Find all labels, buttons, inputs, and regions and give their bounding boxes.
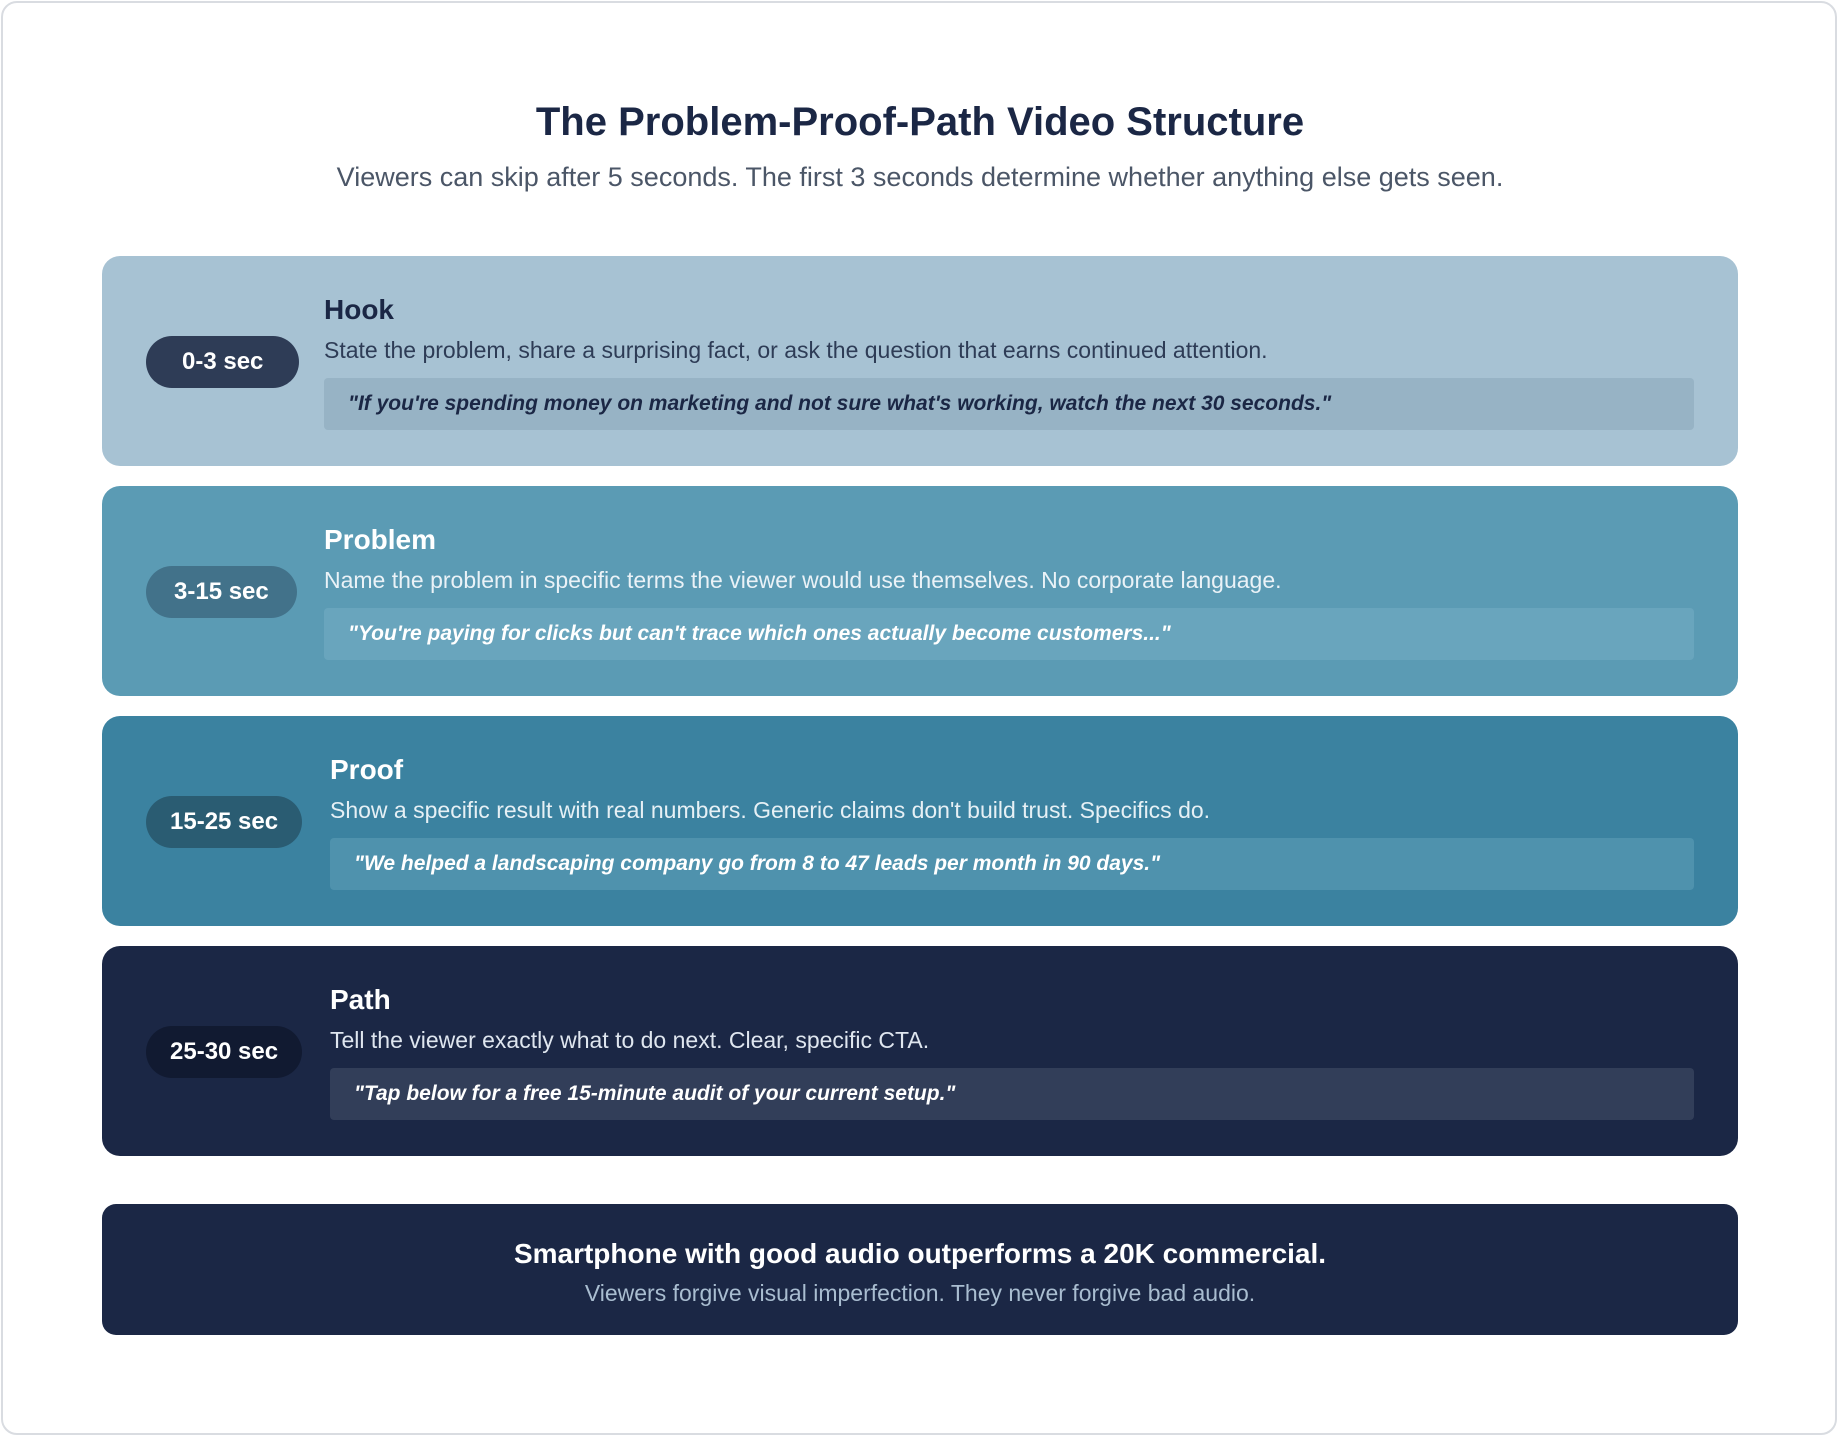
stage-problem-title: Problem: [324, 524, 437, 555]
page-title: The Problem-Proof-Path Video Structure: [535, 100, 1305, 144]
stage-path-description: Tell the viewer exactly what to do next.…: [330, 1027, 930, 1053]
stage-hook-time-badge: 0-3 sec: [146, 336, 300, 388]
stage-proof-time-badge: 15-25 sec: [146, 796, 303, 848]
stage-path-title: Path: [330, 984, 391, 1015]
stage-problem-description: Name the problem in specific terms the v…: [324, 567, 1282, 593]
stage-path-example: "Tap below for a free 15-minute audit of…: [330, 1068, 1694, 1120]
stage-hook: 0-3 sec Hook State the problem, share a …: [102, 256, 1738, 466]
stage-problem: 3-15 sec Problem Name the problem in spe…: [102, 486, 1738, 696]
stage-proof-description: Show a specific result with real numbers…: [330, 797, 1211, 823]
stage-hook-description: State the problem, share a surprising fa…: [324, 337, 1268, 363]
stage-hook-example: "If you're spending money on marketing a…: [324, 378, 1694, 430]
stage-proof-example: "We helped a landscaping company go from…: [330, 838, 1694, 890]
stage-path: 25-30 sec Path Tell the viewer exactly w…: [102, 946, 1738, 1156]
stage-problem-time-badge: 3-15 sec: [146, 566, 297, 618]
audio-tip-subtitle: Viewers forgive visual imperfection. The…: [584, 1280, 1256, 1306]
stage-proof: 15-25 sec Proof Show a specific result w…: [102, 716, 1738, 926]
stage-proof-title: Proof: [330, 754, 404, 785]
audio-tip-title: Smartphone with good audio outperforms a…: [513, 1238, 1327, 1269]
audio-tip-banner: Smartphone with good audio outperforms a…: [102, 1204, 1738, 1335]
stage-problem-example: "You're paying for clicks but can't trac…: [324, 608, 1694, 660]
stage-hook-title: Hook: [324, 294, 394, 325]
page-subtitle: Viewers can skip after 5 seconds. The fi…: [336, 162, 1504, 192]
stage-path-time-badge: 25-30 sec: [146, 1026, 303, 1078]
